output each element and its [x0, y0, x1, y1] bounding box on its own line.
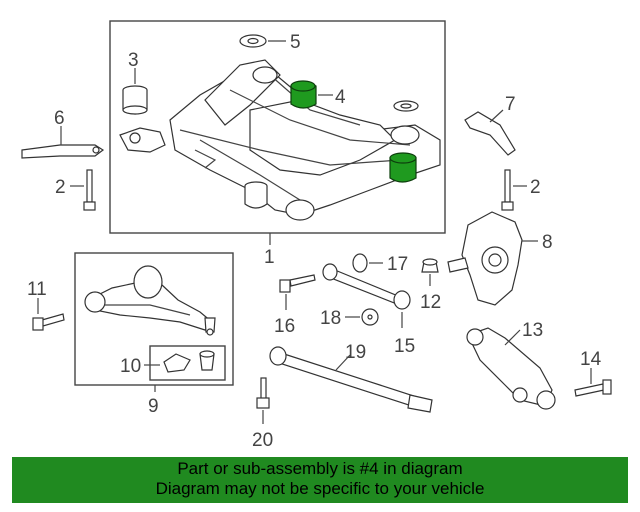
callout-19: 19 — [345, 342, 366, 363]
part-15-link — [322, 263, 411, 328]
part-7-bracket — [464, 109, 516, 156]
callout-5: 5 — [290, 32, 301, 53]
callout-11: 11 — [27, 279, 47, 300]
part-3-bushing — [122, 68, 148, 115]
callout-3: 3 — [128, 50, 139, 71]
upper-arm-illustration — [84, 265, 216, 336]
callout-17: 17 — [387, 254, 408, 275]
callout-18: 18 — [320, 308, 341, 329]
part-10-bushings — [163, 350, 215, 373]
washer-right — [393, 100, 419, 112]
info-banner: Part or sub-assembly is #4 in diagram Di… — [12, 457, 628, 503]
part-18-washer — [345, 308, 379, 326]
callout-9: 9 — [148, 396, 159, 417]
banner-line-1: Part or sub-assembly is #4 in diagram — [177, 459, 463, 478]
callout-16: 16 — [274, 316, 295, 337]
callout-4: 4 — [335, 87, 346, 108]
parts-diagram: 3 5 4 1 6 2 — [21, 20, 612, 451]
callout-15: 15 — [394, 336, 415, 357]
part-12-nut — [421, 258, 439, 286]
part-20-bolt — [256, 377, 270, 424]
callout-2-left: 2 — [55, 177, 66, 198]
callout-1: 1 — [264, 247, 275, 268]
part-2-bolt-right — [501, 169, 527, 211]
part-4-bushing-lower — [389, 152, 417, 183]
callout-6: 6 — [54, 108, 65, 129]
callout-12: 12 — [420, 292, 441, 313]
subframe-illustration — [119, 59, 441, 221]
part-16-bolt — [279, 274, 316, 310]
part-11-bolt — [32, 298, 65, 331]
callout-7: 7 — [505, 94, 516, 115]
part-4-bushing-upper — [290, 80, 333, 109]
callout-14: 14 — [580, 349, 602, 370]
part-14-bolt — [574, 368, 612, 397]
lower-bushing-left — [244, 181, 268, 209]
callout-20: 20 — [252, 430, 273, 451]
part-5-washer — [239, 34, 286, 48]
callout-10: 10 — [120, 356, 141, 377]
part-8-knuckle — [447, 211, 538, 306]
banner-line-2: Diagram may not be specific to your vehi… — [155, 479, 485, 498]
part-2-bolt-left — [70, 169, 96, 211]
callout-8: 8 — [542, 232, 553, 253]
part-17-bushing — [352, 253, 383, 273]
part-13-lower-arm — [466, 327, 556, 410]
part-6-bracket — [21, 126, 105, 159]
callout-2-right: 2 — [530, 177, 541, 198]
part-19-link — [269, 346, 433, 413]
callout-13: 13 — [522, 320, 543, 341]
